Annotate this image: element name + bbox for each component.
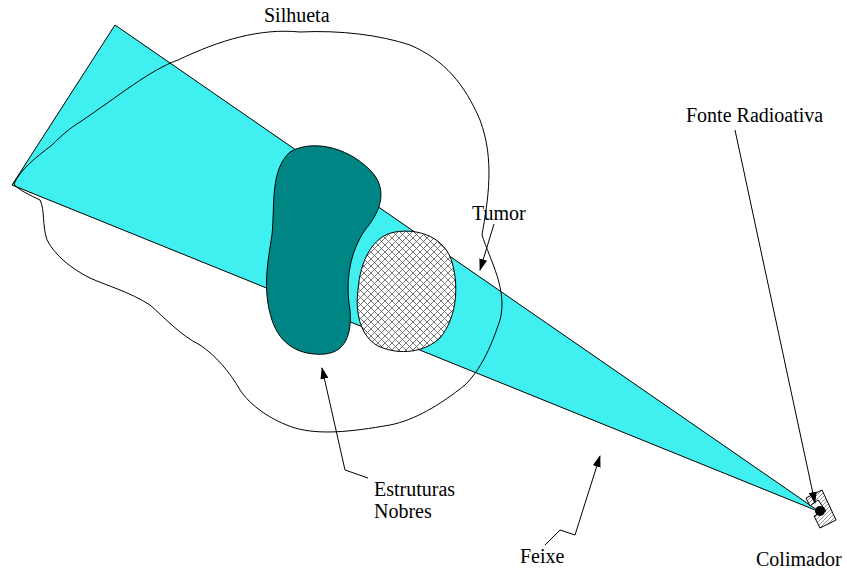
collimator xyxy=(806,490,836,528)
source-label: Fonte Radioativa xyxy=(686,104,823,126)
structures-label: Estruturas Nobres xyxy=(374,478,474,522)
radiation-beam xyxy=(12,25,820,512)
collimator-label: Colimador xyxy=(756,548,842,570)
beam-label: Feixe xyxy=(520,545,564,567)
tumor-label: Tumor xyxy=(472,202,526,224)
leader-line xyxy=(322,368,368,478)
tumor-mass xyxy=(357,231,456,351)
radioactive-source xyxy=(815,506,825,516)
leader-line xyxy=(545,456,600,545)
silhouette-label: Silhueta xyxy=(264,4,330,26)
leader-line xyxy=(480,224,494,270)
body-silhouette xyxy=(14,31,502,432)
leader-line xyxy=(735,130,815,503)
